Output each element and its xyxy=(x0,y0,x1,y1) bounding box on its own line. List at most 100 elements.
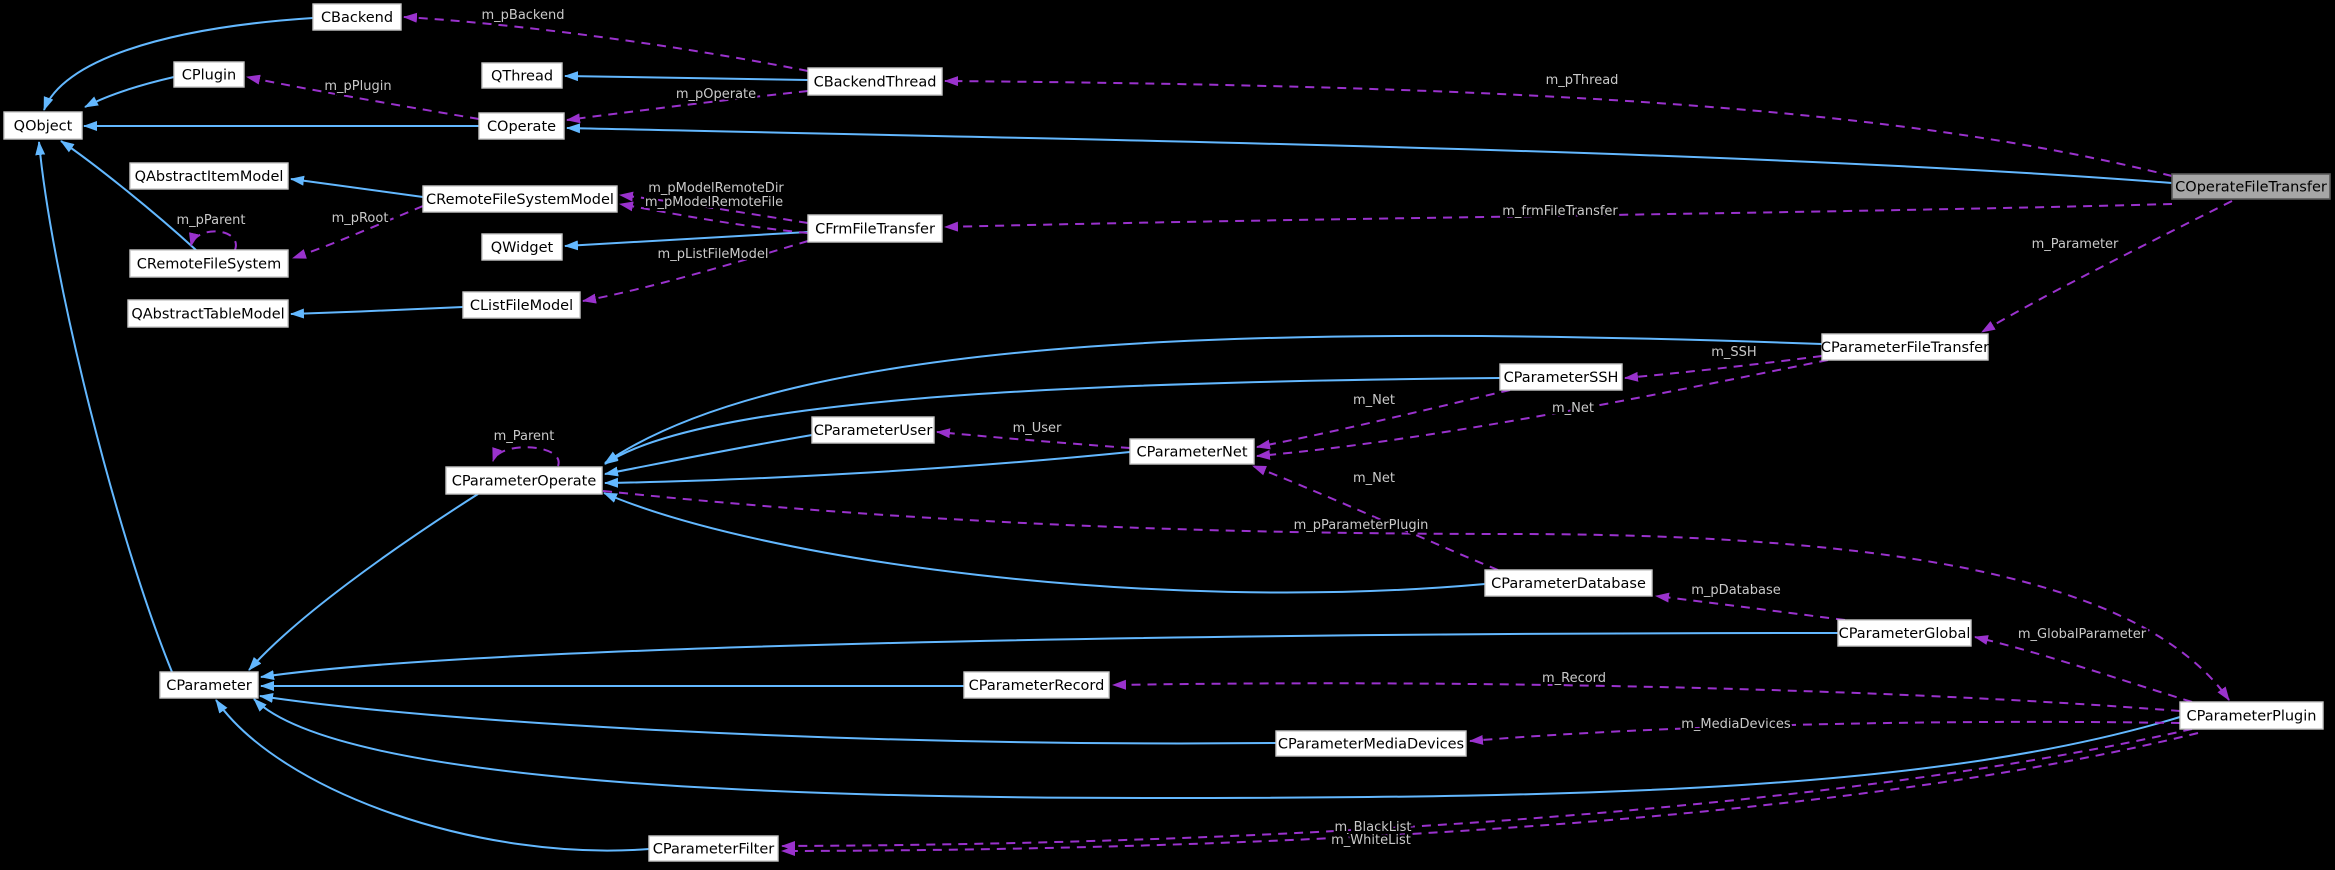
class-name-label: QThread xyxy=(491,69,553,85)
edge-usage-CParameterFileTransfer-to-CParameterNet xyxy=(1256,359,1829,460)
class-box[interactable] xyxy=(173,61,245,88)
class-name-label: CParameterDatabase xyxy=(1491,576,1646,592)
class-box[interactable] xyxy=(807,67,943,96)
class-box[interactable] xyxy=(807,214,943,243)
class-node-CParameterFilter[interactable]: CParameterFilter xyxy=(648,835,779,862)
class-node-CParameterOperate[interactable]: CParameterOperate xyxy=(445,466,603,495)
class-node-CParameterSSH[interactable]: CParameterSSH xyxy=(1499,363,1623,391)
class-box[interactable] xyxy=(481,233,563,261)
class-node-CFrmFileTransfer[interactable]: CFrmFileTransfer xyxy=(807,214,943,243)
class-name-label: QAbstractItemModel xyxy=(135,169,284,185)
class-node-QAbstractItemModel[interactable]: QAbstractItemModel xyxy=(129,162,289,190)
class-box[interactable] xyxy=(648,835,779,862)
class-name-label: CParameterFilter xyxy=(653,842,775,858)
class-node-CBackendThread[interactable]: CBackendThread xyxy=(807,67,943,96)
class-node-CRemoteFileSystemModel[interactable]: CRemoteFileSystemModel xyxy=(422,185,618,213)
edge-label-m_Net: m_Net xyxy=(1552,401,1594,416)
class-node-CParameterPlugin[interactable]: CParameterPlugin xyxy=(2179,701,2324,730)
edge-label-m_Net: m_Net xyxy=(1353,393,1395,408)
class-node-CParameterUser[interactable]: CParameterUser xyxy=(811,416,935,444)
class-box[interactable] xyxy=(963,671,1110,699)
edge-inherit-CBackendThread-to-QThread xyxy=(564,71,809,82)
class-name-label: CPlugin xyxy=(182,68,237,84)
class-box[interactable] xyxy=(811,416,935,444)
edge-inherit-CParameterFileTransfer-to-CParameterOperate xyxy=(604,334,1823,464)
class-box[interactable] xyxy=(129,249,289,278)
edge-inherit-CParameterPlugin-to-CParameter xyxy=(253,698,2181,800)
class-node-QObject[interactable]: QObject xyxy=(3,111,83,140)
edge-usage-CParameterOperate-to-CParameterPlugin xyxy=(602,490,2230,701)
class-box[interactable] xyxy=(3,111,83,140)
edge-inherit-CPlugin-to-QObject xyxy=(84,76,175,108)
class-name-label: COperate xyxy=(487,119,556,135)
edge-inherit-CRemoteFileSystemModel-to-QAbstractItemModel xyxy=(290,175,424,198)
class-box[interactable] xyxy=(462,291,581,319)
edge-label-m_pPlugin: m_pPlugin xyxy=(324,79,391,94)
edge-label-m_pRoot: m_pRoot xyxy=(332,211,389,226)
class-node-CParameterMediaDevices[interactable]: CParameterMediaDevices xyxy=(1275,730,1467,757)
class-node-CBackend[interactable]: CBackend xyxy=(312,3,402,31)
edge-inherit-CParameterOperate-to-CParameter xyxy=(248,493,479,671)
class-box[interactable] xyxy=(129,162,289,190)
class-box[interactable] xyxy=(1129,438,1255,465)
class-box[interactable] xyxy=(1484,569,1653,597)
class-box[interactable] xyxy=(159,671,259,699)
class-box[interactable] xyxy=(312,3,402,31)
class-box[interactable] xyxy=(445,466,603,495)
edge-label-m_pParameterPlugin: m_pParameterPlugin xyxy=(1294,518,1429,533)
edge-inherit-CParameterSSH-to-CParameterOperate xyxy=(604,377,1501,465)
class-name-label: CParameterRecord xyxy=(969,678,1105,694)
class-node-CPlugin[interactable]: CPlugin xyxy=(173,61,245,88)
edge-label-m_pBackend: m_pBackend xyxy=(481,8,564,23)
class-name-label: CParameterUser xyxy=(814,423,933,439)
class-node-CParameterGlobal[interactable]: CParameterGlobal xyxy=(1837,619,1972,647)
class-box[interactable] xyxy=(2179,701,2324,730)
class-name-label: QWidget xyxy=(491,240,554,256)
class-node-QAbstractTableModel[interactable]: QAbstractTableModel xyxy=(127,299,289,328)
edge-usage-CParameterGlobal-to-CParameterDatabase xyxy=(1655,592,1846,621)
class-box[interactable] xyxy=(1499,363,1623,391)
class-node-CParameterDatabase[interactable]: CParameterDatabase xyxy=(1484,569,1653,597)
edge-label-m_frmFileTransfer: m_frmFileTransfer xyxy=(1502,204,1618,219)
edge-inherit-CFrmFileTransfer-to-QWidget xyxy=(564,231,809,251)
class-name-label: CRemoteFileSystem xyxy=(137,257,281,273)
class-box[interactable] xyxy=(127,299,289,328)
edge-usage-CFrmFileTransfer-to-CRemoteFileSystemModel xyxy=(619,191,809,224)
class-box[interactable] xyxy=(1837,619,1972,647)
edge-label-m_SSH: m_SSH xyxy=(1711,345,1756,360)
class-box[interactable] xyxy=(1821,333,1989,361)
class-name-label: QAbstractTableModel xyxy=(131,307,284,323)
class-box[interactable] xyxy=(1275,730,1467,757)
class-node-CListFileModel[interactable]: CListFileModel xyxy=(462,291,581,319)
edge-inherit-CParameterUser-to-CParameterOperate xyxy=(604,434,813,477)
edge-label-m_pDatabase: m_pDatabase xyxy=(1691,583,1780,598)
edges-layer xyxy=(35,12,2233,856)
class-node-CParameterNet[interactable]: CParameterNet xyxy=(1129,438,1255,465)
edge-label-m_pOperate: m_pOperate xyxy=(676,87,756,102)
class-name-label: CRemoteFileSystemModel xyxy=(426,192,614,208)
edge-label-m_User: m_User xyxy=(1013,421,1062,436)
class-box[interactable] xyxy=(481,62,563,89)
edge-usage-CFrmFileTransfer-to-CRemoteFileSystemModel xyxy=(619,201,809,234)
class-node-CParameterRecord[interactable]: CParameterRecord xyxy=(963,671,1110,699)
class-node-CRemoteFileSystem[interactable]: CRemoteFileSystem xyxy=(129,249,289,278)
edge-label-m_pModelRemoteDir: m_pModelRemoteDir xyxy=(648,181,784,196)
class-box[interactable] xyxy=(422,185,618,213)
class-node-COperate[interactable]: COperate xyxy=(478,112,565,140)
class-name-label: QObject xyxy=(14,119,73,135)
class-node-QThread[interactable]: QThread xyxy=(481,62,563,89)
edge-usage-CParameterDatabase-to-CParameterNet xyxy=(1252,465,1499,571)
edge-inherit-CParameterDatabase-to-CParameterOperate xyxy=(603,492,1486,594)
class-node-CParameter[interactable]: CParameter xyxy=(159,671,259,699)
class-name-label: CParameterOperate xyxy=(452,474,597,490)
edge-label-m_Net: m_Net xyxy=(1353,471,1395,486)
class-node-QWidget[interactable]: QWidget xyxy=(481,233,563,261)
edge-usage-COperateFileTransfer-to-CBackendThread xyxy=(944,76,2173,177)
edge-usage-CParameterPlugin-to-CParameterMediaDevices xyxy=(1469,720,2181,745)
edge-label-m_pThread: m_pThread xyxy=(1546,73,1619,88)
edge-label-m_GlobalParameter: m_GlobalParameter xyxy=(2018,627,2147,642)
class-node-CParameterFileTransfer[interactable]: CParameterFileTransfer xyxy=(1821,333,1989,361)
class-box[interactable] xyxy=(478,112,565,140)
